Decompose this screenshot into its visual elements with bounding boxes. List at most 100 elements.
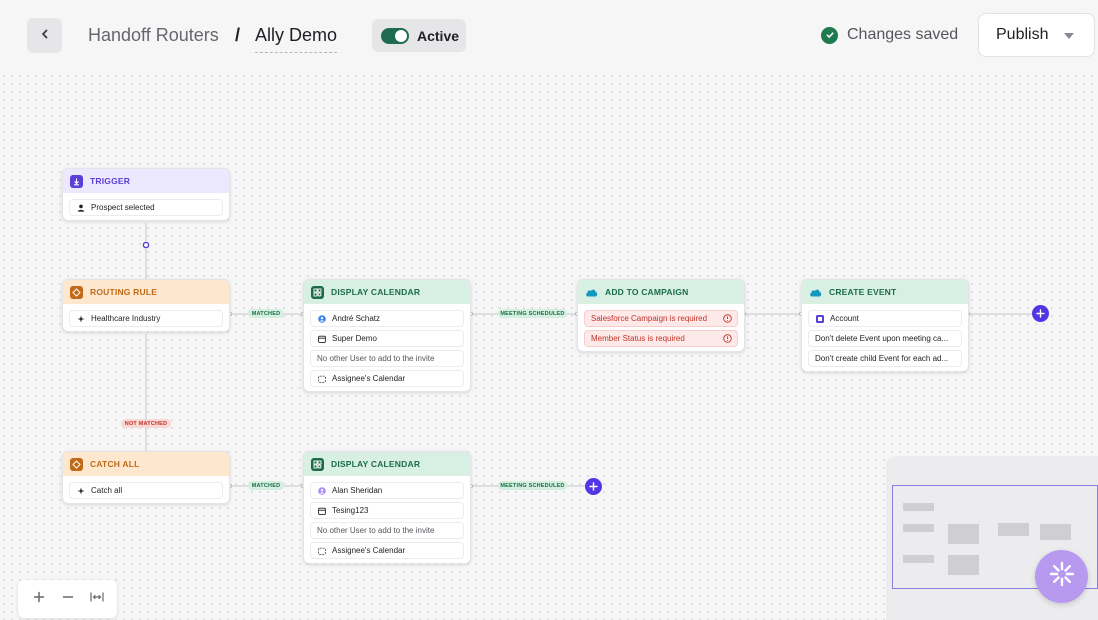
salesforce-cloud-icon bbox=[585, 286, 598, 299]
catch-all-node[interactable]: CATCH ALL Catch all bbox=[62, 451, 230, 504]
node-header: DISPLAY CALENDAR bbox=[304, 280, 470, 304]
back-button[interactable] bbox=[27, 18, 62, 53]
sparkle-burst-icon bbox=[1046, 558, 1078, 595]
fit-view-button[interactable] bbox=[86, 588, 108, 610]
trigger-node[interactable]: TRIGGER Prospect selected bbox=[62, 168, 230, 221]
edge-label-meeting-scheduled: MEETING SCHEDULED bbox=[498, 481, 567, 490]
row-label: Alan Sheridan bbox=[332, 486, 383, 495]
minimap-node bbox=[948, 524, 979, 544]
caret-down-icon[interactable] bbox=[1064, 26, 1075, 44]
node-row[interactable]: Assignee's Calendar bbox=[310, 370, 464, 387]
minimap-node bbox=[948, 555, 979, 575]
alert-circle-icon bbox=[723, 334, 732, 343]
sparkle-icon bbox=[76, 314, 85, 323]
calendar-sync-icon bbox=[317, 546, 326, 555]
node-row[interactable]: Catch all bbox=[69, 482, 223, 499]
row-label: André Schatz bbox=[332, 314, 381, 323]
minimap-node bbox=[903, 555, 934, 563]
alert-circle-icon bbox=[723, 314, 732, 323]
top-bar: Handoff Routers / Ally Demo Active Chang… bbox=[0, 0, 1098, 72]
status-label: Active bbox=[417, 27, 460, 44]
minus-icon bbox=[62, 590, 74, 608]
breadcrumb-parent[interactable]: Handoff Routers bbox=[88, 25, 219, 45]
node-row[interactable]: Assignee's Calendar bbox=[310, 542, 464, 559]
zoom-in-button[interactable] bbox=[28, 588, 50, 610]
node-header: TRIGGER bbox=[63, 169, 229, 193]
node-row[interactable]: Prospect selected bbox=[69, 199, 223, 216]
routing-rule-node[interactable]: ROUTING RULE Healthcare Industry bbox=[62, 279, 230, 332]
avatar-icon bbox=[317, 314, 326, 323]
calendar-icon bbox=[317, 506, 326, 515]
add-step-button[interactable] bbox=[585, 478, 602, 495]
plus-icon bbox=[589, 478, 598, 496]
row-label: Prospect selected bbox=[91, 203, 155, 212]
diamond-icon bbox=[70, 457, 83, 471]
check-circle-icon bbox=[821, 26, 838, 44]
node-header: CATCH ALL bbox=[63, 452, 229, 476]
display-calendar-node[interactable]: DISPLAY CALENDAR Alan Sheridan Tesing123… bbox=[303, 451, 471, 564]
publish-label: Publish bbox=[996, 26, 1049, 43]
row-label: Don't delete Event upon meeting ca... bbox=[815, 334, 949, 343]
breadcrumb-separator: / bbox=[235, 25, 241, 45]
node-title: ADD TO CAMPAIGN bbox=[605, 287, 689, 297]
minimap-node bbox=[903, 524, 934, 532]
row-label: No other User to add to the invite bbox=[317, 354, 435, 363]
row-label: Account bbox=[830, 314, 859, 323]
row-label: Assignee's Calendar bbox=[332, 374, 406, 383]
error-label: Salesforce Campaign is required bbox=[591, 314, 708, 323]
row-label: Healthcare Industry bbox=[91, 314, 161, 323]
plus-icon bbox=[33, 590, 45, 608]
node-title: DISPLAY CALENDAR bbox=[331, 459, 421, 469]
node-title: TRIGGER bbox=[90, 176, 131, 186]
node-row[interactable]: Tesing123 bbox=[310, 502, 464, 519]
node-row[interactable]: Healthcare Industry bbox=[69, 310, 223, 327]
chevron-left-icon bbox=[39, 27, 51, 45]
publish-button[interactable]: Publish bbox=[978, 13, 1095, 57]
edge-label-matched: MATCHED bbox=[248, 309, 284, 318]
error-label: Member Status is required bbox=[591, 334, 685, 343]
node-row[interactable]: No other User to add to the invite bbox=[310, 350, 464, 367]
node-row[interactable]: Don't create child Event for each ad... bbox=[808, 350, 962, 367]
node-header: ADD TO CAMPAIGN bbox=[578, 280, 744, 304]
active-toggle-pill[interactable]: Active bbox=[372, 19, 466, 52]
add-step-button[interactable] bbox=[1032, 305, 1049, 322]
active-toggle[interactable] bbox=[381, 27, 409, 44]
toggle-knob bbox=[395, 29, 407, 42]
node-title: CREATE EVENT bbox=[829, 287, 897, 297]
save-status: Changes saved bbox=[821, 26, 958, 44]
trigger-icon bbox=[70, 174, 83, 188]
user-icon bbox=[76, 203, 85, 212]
node-title: DISPLAY CALENDAR bbox=[331, 287, 421, 297]
zoom-out-button[interactable] bbox=[57, 588, 79, 610]
node-row[interactable]: No other User to add to the invite bbox=[310, 522, 464, 539]
display-calendar-node[interactable]: DISPLAY CALENDAR André Schatz Super Demo… bbox=[303, 279, 471, 392]
assistant-button[interactable] bbox=[1035, 550, 1088, 603]
minimap-node bbox=[903, 503, 934, 511]
node-header: CREATE EVENT bbox=[802, 280, 968, 304]
node-row[interactable]: Super Demo bbox=[310, 330, 464, 347]
node-row[interactable]: André Schatz bbox=[310, 310, 464, 327]
edge-label-not-matched: NOT MATCHED bbox=[121, 419, 171, 428]
validation-error-row[interactable]: Member Status is required bbox=[584, 330, 738, 347]
salesforce-cloud-icon bbox=[809, 286, 822, 299]
edge-label-matched: MATCHED bbox=[248, 481, 284, 490]
node-row[interactable]: Don't delete Event upon meeting ca... bbox=[808, 330, 962, 347]
row-label: Super Demo bbox=[332, 334, 377, 343]
avatar-icon bbox=[317, 486, 326, 495]
plus-icon bbox=[1036, 305, 1045, 323]
minimap-node bbox=[998, 523, 1029, 536]
row-label: Assignee's Calendar bbox=[332, 546, 406, 555]
validation-error-row[interactable]: Salesforce Campaign is required bbox=[584, 310, 738, 327]
saved-label: Changes saved bbox=[847, 26, 959, 43]
fit-width-icon bbox=[89, 590, 104, 608]
node-row[interactable]: Alan Sheridan bbox=[310, 482, 464, 499]
node-title: ROUTING RULE bbox=[90, 287, 158, 297]
page-title[interactable]: Ally Demo bbox=[255, 25, 338, 53]
node-row[interactable]: Account bbox=[808, 310, 962, 327]
sparkle-icon bbox=[76, 486, 85, 495]
account-icon bbox=[815, 314, 824, 323]
node-title: CATCH ALL bbox=[90, 459, 140, 469]
add-to-campaign-node[interactable]: ADD TO CAMPAIGN Salesforce Campaign is r… bbox=[577, 279, 745, 352]
create-event-node[interactable]: CREATE EVENT Account Don't delete Event … bbox=[801, 279, 969, 372]
calendar-grid-icon bbox=[311, 457, 324, 471]
